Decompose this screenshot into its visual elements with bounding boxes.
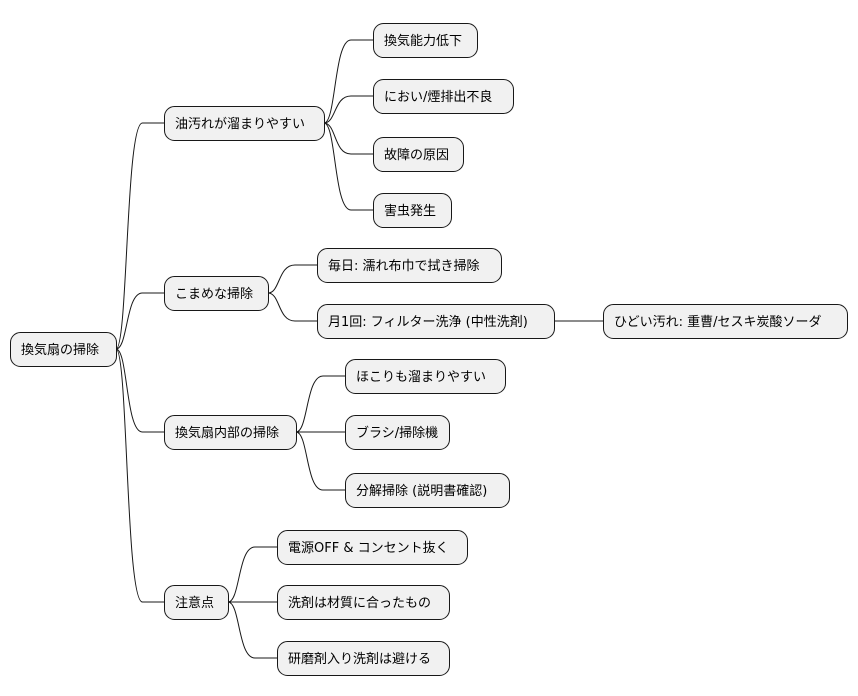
node-box [373, 137, 464, 172]
node-oil: 油汚れが溜まりやすい [164, 106, 325, 141]
node-oil-1: 換気能力低下 [373, 23, 478, 58]
node-label: 毎日: 濡れ布巾で拭き掃除 [328, 258, 480, 274]
node-caution-2: 洗剤は材質に合ったもの [277, 585, 450, 620]
node-label: 換気扇の掃除 [21, 342, 99, 358]
node-label: 研磨剤入り洗剤は避ける [288, 651, 431, 667]
node-inner-3: 分解掃除 (説明書確認) [345, 473, 510, 508]
node-box [373, 193, 452, 228]
node-label: 洗剤は材質に合ったもの [288, 595, 431, 611]
node-label: 電源OFF & コンセント抜く [288, 540, 449, 556]
node-label: ほこりも溜まりやすい [356, 370, 486, 385]
node-box [277, 585, 450, 620]
node-caution-3: 研磨剤入り洗剤は避ける [277, 641, 450, 676]
connector-oil-to-oil-3 [323, 122, 373, 155]
node-label: ひどい汚れ: 重曹/セスキ炭酸ソーダ [614, 314, 822, 330]
connector-inner-to-inner-3 [295, 431, 345, 491]
node-inner-1: ほこりも溜まりやすい [345, 359, 506, 394]
node-label: 油汚れが溜まりやすい [175, 117, 305, 132]
connector-root-to-caution [115, 348, 164, 603]
node-label: 注意点 [175, 595, 214, 611]
node-label: 換気能力低下 [384, 33, 462, 49]
node-box [317, 304, 555, 339]
node-box [317, 248, 502, 283]
node-box [164, 276, 269, 311]
node-label: 分解掃除 (説明書確認) [356, 483, 487, 499]
connector-caution-to-caution-1 [227, 546, 277, 603]
node-caution-1: 電源OFF & コンセント抜く [277, 530, 468, 565]
connector-inner-to-inner-1 [295, 375, 345, 433]
connector-oil-to-oil-2 [323, 95, 373, 124]
node-oil-4: 害虫発生 [373, 193, 452, 228]
node-inner-2: ブラシ/掃除機 [345, 415, 450, 450]
node-box [345, 473, 510, 508]
node-label: 害虫発生 [384, 203, 436, 219]
connector-oil-to-oil-1 [323, 39, 373, 124]
connector-oil-to-oil-4 [323, 122, 373, 211]
node-oil-2: におい/煙排出不良 [373, 79, 514, 114]
node-daily: こまめな掃除 [164, 276, 269, 311]
node-label: 故障の原因 [384, 148, 449, 163]
connector-lines [115, 39, 603, 659]
node-box [277, 530, 468, 565]
connector-daily-to-daily-1 [267, 264, 317, 294]
node-box [10, 332, 117, 367]
node-label: 月1回: フィルター洗浄 (中性洗剤) [328, 314, 528, 330]
node-daily-2: 月1回: フィルター洗浄 (中性洗剤) [317, 304, 555, 339]
mindmap-nodes: 換気扇の掃除 油汚れが溜まりやすい 換気能力低下におい/煙排出不良故障の原因害虫発生… [10, 23, 848, 676]
node-box [164, 585, 229, 620]
node-label: 換気扇内部の掃除 [175, 425, 279, 441]
node-daily-2-1: ひどい汚れ: 重曹/セスキ炭酸ソーダ [603, 304, 848, 339]
node-box [373, 79, 514, 114]
node-oil-3: 故障の原因 [373, 137, 464, 172]
node-box [345, 359, 506, 394]
connector-caution-to-caution-3 [227, 601, 277, 659]
node-label: ブラシ/掃除機 [356, 425, 438, 441]
node-caution: 注意点 [164, 585, 229, 620]
connector-root-to-daily [115, 292, 164, 350]
node-label: こまめな掃除 [175, 286, 253, 302]
node-inner: 換気扇内部の掃除 [164, 415, 297, 450]
node-box [277, 641, 450, 676]
node-box [164, 415, 297, 450]
node-label: におい/煙排出不良 [384, 89, 492, 105]
node-box [603, 304, 848, 339]
connector-root-to-oil [115, 122, 164, 350]
root-node: 換気扇の掃除 [10, 332, 117, 367]
connector-daily-to-daily-2 [267, 292, 317, 322]
node-box [345, 415, 450, 450]
node-box [373, 23, 478, 58]
connector-root-to-inner [115, 348, 164, 433]
node-box [164, 106, 325, 141]
node-daily-1: 毎日: 濡れ布巾で拭き掃除 [317, 248, 502, 283]
